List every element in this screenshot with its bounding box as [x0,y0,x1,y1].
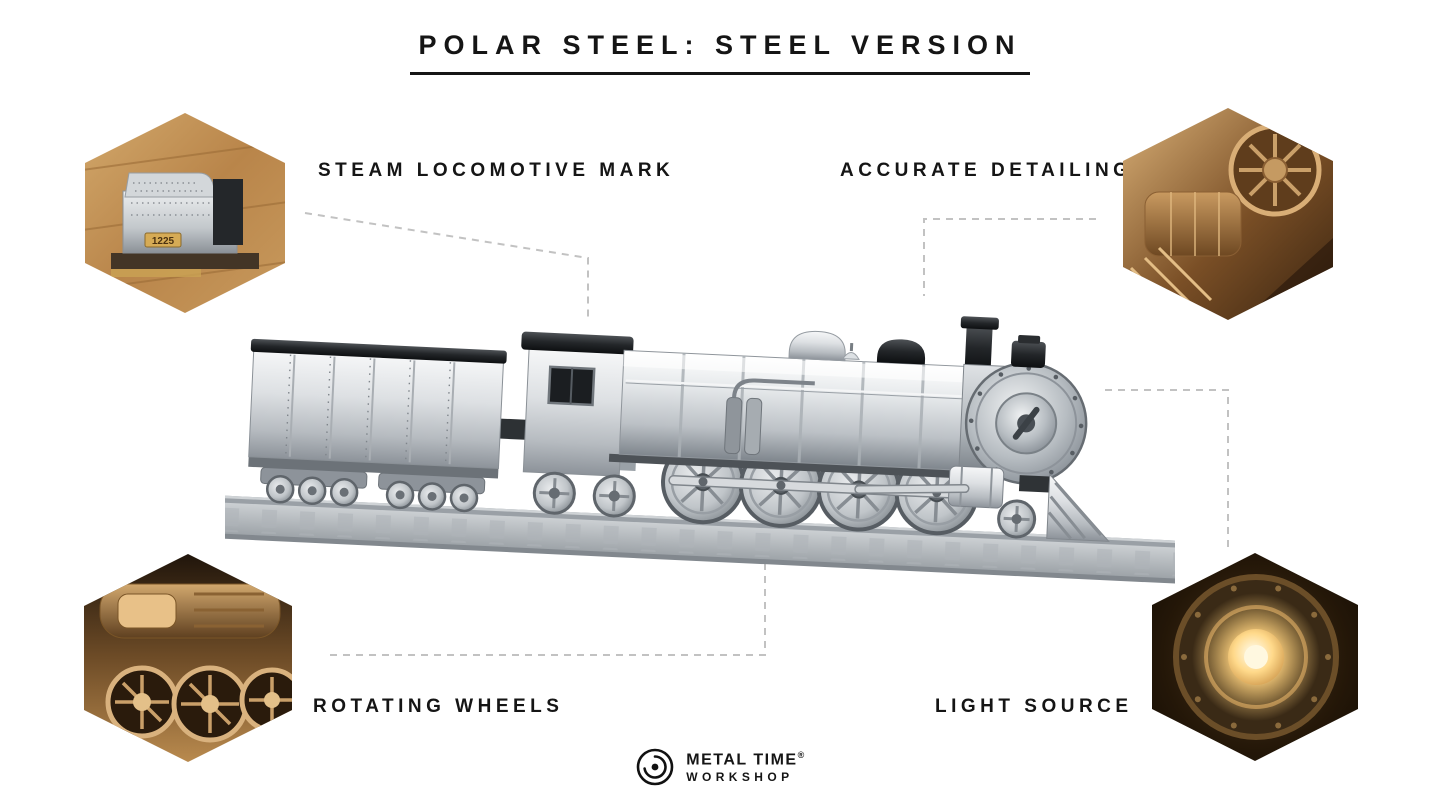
plate-number: 1225 [152,236,175,247]
light-source-photo [1152,553,1358,761]
smokestack [964,324,993,372]
title-wrap: POLAR STEEL: STEEL VERSION [0,30,1440,75]
metal-time-logo-icon [636,748,674,786]
locomotive-illustration [225,316,1175,584]
boiler [608,316,1018,481]
label-accurate-detailing: ACCURATE DETAILING [840,160,1133,181]
bell [842,352,860,360]
callout-line-steam-mark [304,212,589,320]
light-photo-art [1152,553,1358,761]
logo-text: METAL TIME® WORKSHOP [686,750,805,784]
sand-dome [788,330,846,362]
callout-line-detailing [923,218,1096,296]
accurate-detailing-photo [1123,108,1333,320]
label-steam-locomotive-mark: STEAM LOCOMOTIVE MARK [318,160,675,181]
logo-sub: WORKSHOP [686,769,794,784]
cowcatcher [1018,473,1110,542]
logo-brand: METAL TIME® [686,750,806,769]
callout-line-light [1105,389,1229,552]
brand-logo: METAL TIME® WORKSHOP [0,746,1440,788]
air-pump [724,396,743,455]
label-light-source: LIGHT SOURCE [935,696,1133,717]
callout-line-wheels [325,563,766,656]
trailing-wheels [531,470,637,519]
tender [248,338,532,513]
page-title: POLAR STEEL: STEEL VERSION [410,30,1030,75]
headlight [1010,340,1046,368]
steam-dome [876,339,926,365]
detailing-photo-art [1123,108,1333,320]
label-rotating-wheels: ROTATING WHEELS [313,696,564,717]
smokebox [958,334,1088,485]
running-gear-front [854,465,1037,540]
